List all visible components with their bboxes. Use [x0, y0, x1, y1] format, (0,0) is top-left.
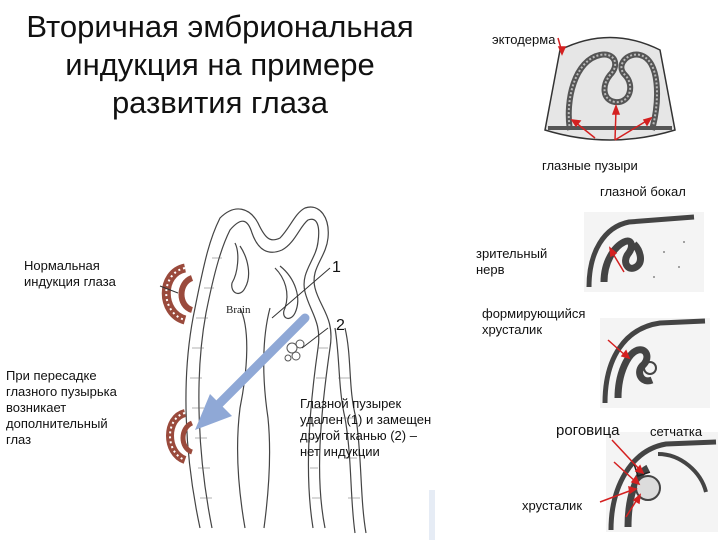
optic-vesicle-diagram [544, 36, 676, 141]
page-title: Вторичная эмбриональная индукция на прим… [26, 9, 414, 120]
removed-label: Глазной пузырек удален (1) и замещен дру… [300, 396, 432, 459]
mature-eye-diagram [606, 432, 718, 532]
optic-cup-diagram [584, 212, 704, 292]
normal-induction-label: Нормальная индукция глаза [24, 258, 116, 289]
retina-label: сетчатка [650, 424, 703, 439]
embryo-diagram: Brain [159, 206, 367, 534]
forming-lens-label: формирующийся хрусталик [482, 306, 586, 337]
optic-nerve-label: зрительный нерв [476, 246, 548, 277]
transplanted-eye-shape [166, 409, 194, 464]
ectoderm-label: эктодерма [492, 32, 556, 47]
brain-label: Brain [226, 304, 251, 316]
replacement-tissue-shape [284, 339, 305, 362]
marker-1: 1 [332, 259, 341, 276]
transplant-arrow [195, 313, 310, 430]
normal-eye-shape [161, 263, 194, 325]
cornea-label: роговица [556, 422, 620, 439]
marker-2: 2 [336, 317, 345, 334]
optic-cup-label: глазной бокал [600, 184, 686, 199]
transplant-label: При пересадке глазного пузырька возникае… [6, 368, 117, 447]
lens-label: хрусталик [522, 498, 583, 513]
optic-vesicles-label: глазные пузыри [542, 158, 638, 173]
forming-lens-diagram [600, 318, 710, 408]
